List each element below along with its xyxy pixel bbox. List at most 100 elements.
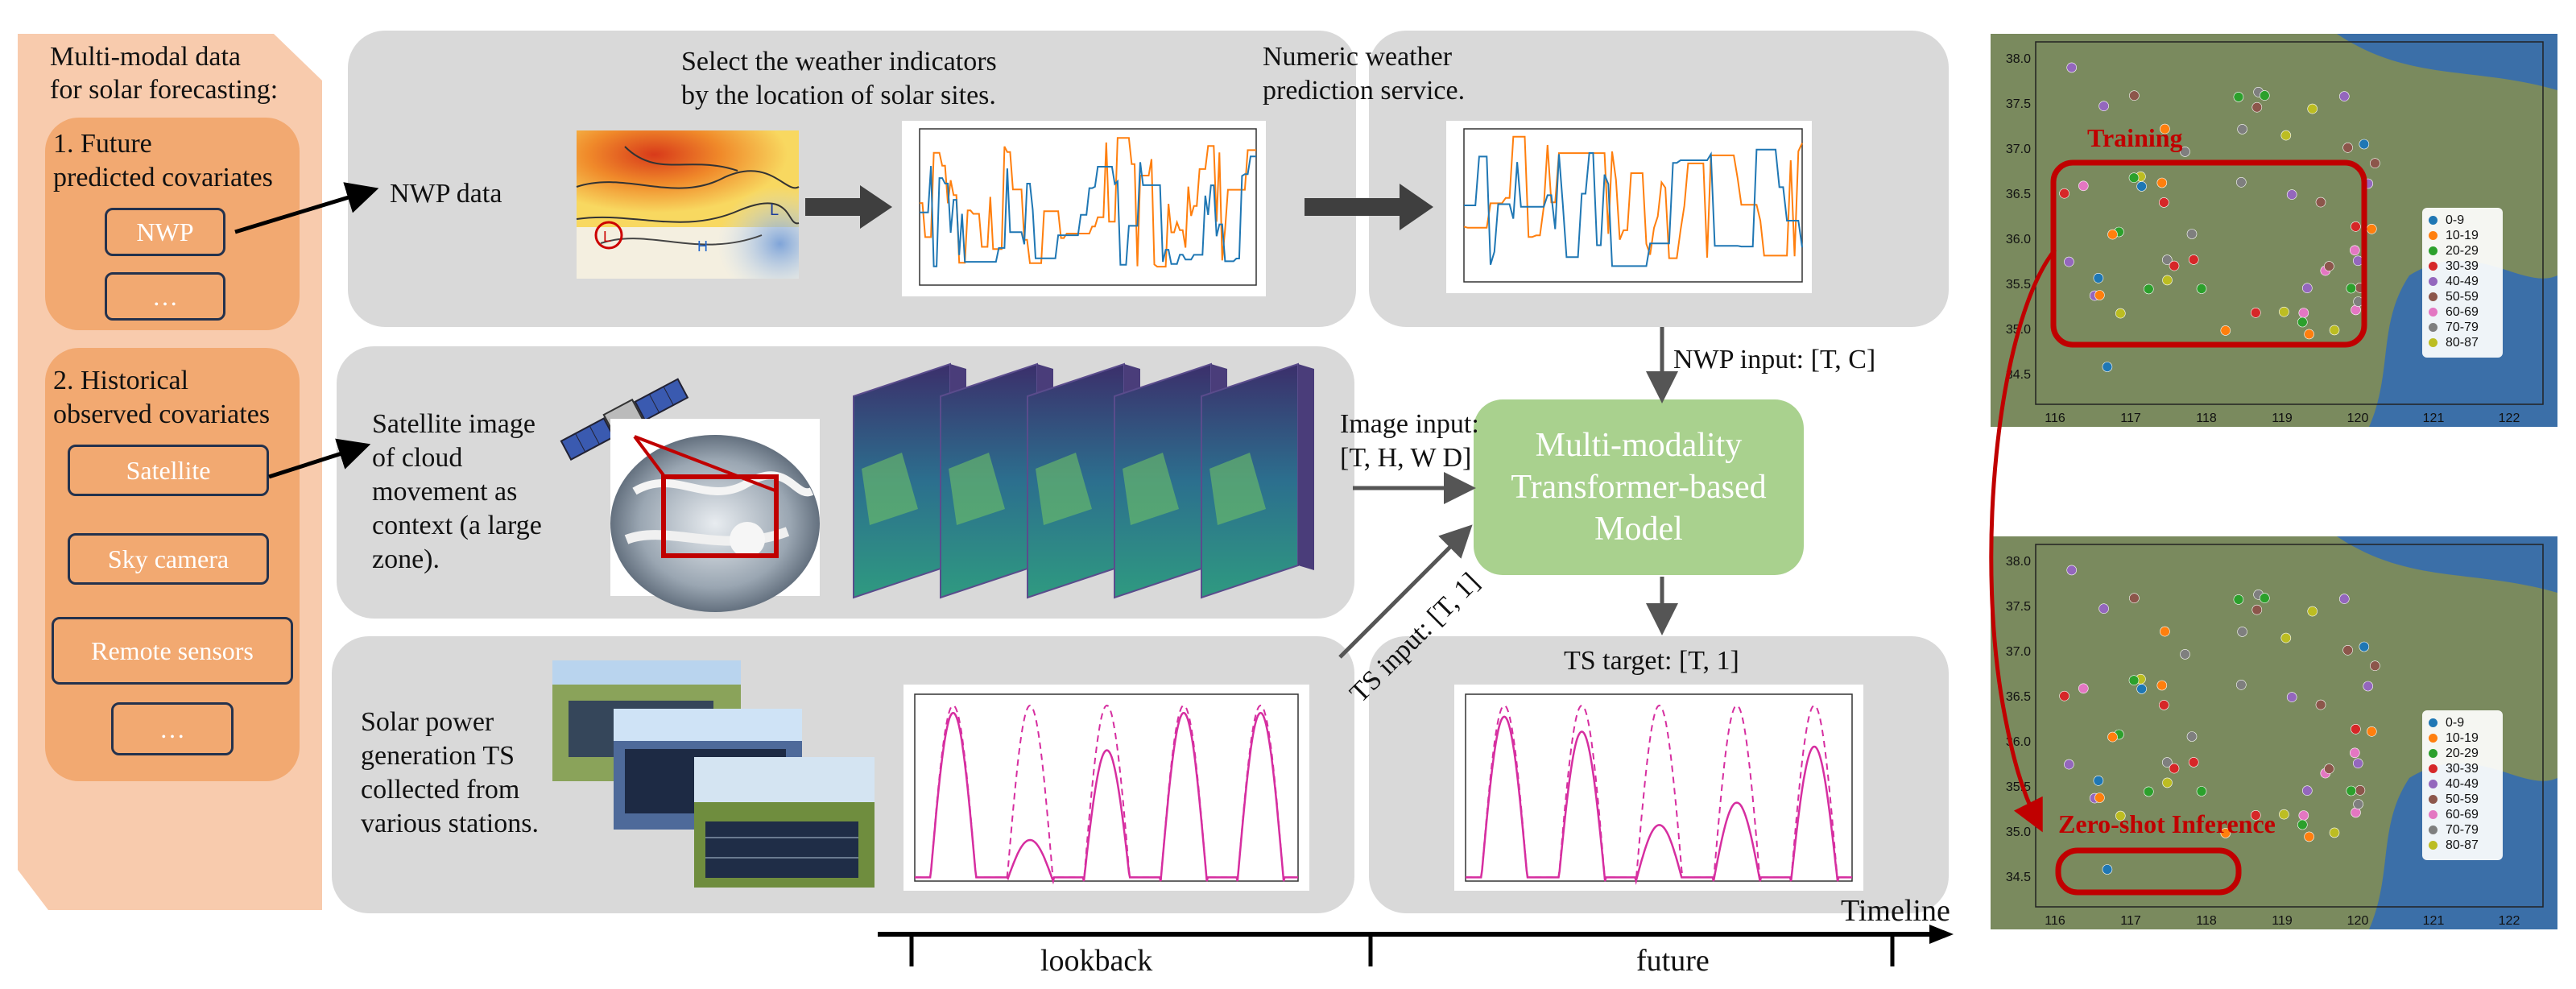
- future-more-chip[interactable]: …: [105, 272, 225, 321]
- station-point: [2159, 700, 2169, 710]
- station-point: [2251, 101, 2263, 113]
- sky-camera-chip[interactable]: Sky camera: [68, 533, 269, 585]
- station-point: [2346, 785, 2357, 797]
- historical-more-chip[interactable]: …: [111, 702, 234, 755]
- station-point: [2351, 221, 2361, 232]
- station-point: [2078, 180, 2089, 192]
- legend-label: 40-49: [2446, 777, 2479, 791]
- arrow-weather-to-plot: [805, 185, 892, 229]
- station-point: [2235, 680, 2247, 690]
- map-x-tick: 119: [2272, 412, 2293, 425]
- station-point: [2196, 786, 2207, 797]
- solar-lookback-plot: [903, 685, 1309, 891]
- solar-caption: Solar power generation TS collected from…: [361, 707, 539, 838]
- map-y-tick: 37.5: [2006, 97, 2031, 111]
- timeline-axis: [878, 925, 1954, 966]
- sidebar-title: Multi-modal data for solar forecasting:: [50, 42, 279, 105]
- legend-item: 70-79: [2429, 822, 2496, 838]
- plot-axes: [919, 128, 1257, 286]
- station-point: [2098, 101, 2109, 111]
- nwp-future-series: [1463, 128, 1803, 283]
- station-point: [2297, 819, 2308, 830]
- map-x-tick: 118: [2196, 914, 2217, 928]
- station-point: [2059, 690, 2069, 701]
- station-point: [2297, 317, 2308, 328]
- satellite-frame-stack: [853, 362, 1314, 599]
- satellite-frame-cloud: [949, 453, 1005, 525]
- station-point: [2093, 775, 2104, 786]
- legend-label: 20-29: [2446, 244, 2479, 258]
- legend-label: 70-79: [2446, 823, 2479, 837]
- map-y-tick: 36.5: [2006, 690, 2031, 704]
- station-point: [2349, 245, 2360, 256]
- station-point: [2162, 777, 2173, 788]
- station-point: [2156, 680, 2168, 691]
- legend-item: 0-9: [2429, 213, 2496, 228]
- legend-dot-icon: [2429, 795, 2437, 804]
- station-point: [2346, 283, 2357, 294]
- satellite-chip[interactable]: Satellite: [68, 445, 269, 496]
- legend-item: 10-19: [2429, 730, 2496, 746]
- legend-label: 40-49: [2446, 275, 2479, 288]
- satellite-caption: Satellite image of cloud movement as con…: [372, 409, 542, 574]
- historical-covariates-title: 2. Historical observed covariates: [53, 366, 271, 429]
- station-point: [2359, 139, 2370, 150]
- station-point: [2370, 660, 2380, 671]
- station-point: [2250, 809, 2261, 821]
- map-y-tick: 36.5: [2006, 188, 2031, 201]
- station-point: [2160, 123, 2170, 134]
- satellite-frame-edge: [1298, 364, 1314, 570]
- legend-item: 80-87: [2429, 838, 2496, 853]
- station-point: [2220, 325, 2231, 336]
- map-frame: [2035, 544, 2544, 908]
- station-point: [2349, 747, 2360, 759]
- station-point: [2251, 604, 2263, 615]
- station-point: [2279, 306, 2289, 317]
- legend-dot-icon: [2429, 734, 2437, 743]
- svg-text:L: L: [770, 201, 779, 219]
- station-point: [2324, 261, 2334, 271]
- station-point: [2279, 809, 2289, 820]
- station-point: [2066, 62, 2077, 73]
- legend-item: 30-39: [2429, 259, 2496, 274]
- plot-axes: [1465, 693, 1853, 882]
- legend-dot-icon: [2429, 262, 2437, 271]
- legend-dot-icon: [2429, 718, 2437, 727]
- station-point: [2355, 784, 2366, 796]
- station-point: [2329, 325, 2340, 336]
- legend-item: 60-69: [2429, 304, 2496, 320]
- station-point: [2128, 675, 2140, 685]
- svg-text:H: H: [697, 238, 708, 254]
- legend-label: 30-39: [2446, 259, 2479, 273]
- station-point: [2186, 229, 2198, 239]
- map-x-tick: 117: [2120, 412, 2141, 425]
- map-y-tick: 34.5: [2006, 368, 2031, 382]
- station-point: [2304, 831, 2314, 842]
- future-label: future: [1636, 944, 1710, 978]
- ts-target-label: TS target: [T, 1]: [1564, 646, 1739, 676]
- nwp-data-label: NWP data: [390, 179, 502, 209]
- nwp-chip[interactable]: NWP: [105, 208, 225, 256]
- map-frame: [2035, 41, 2544, 405]
- station-point: [2102, 864, 2113, 875]
- station-point: [2107, 229, 2118, 240]
- legend-dot-icon: [2429, 826, 2437, 834]
- station-point: [2128, 172, 2140, 183]
- map-sea-north: [2337, 536, 2557, 593]
- image-input-label: Image input: [T, H, W D]: [1340, 409, 1479, 473]
- legend-label: 30-39: [2446, 762, 2479, 776]
- solar-future-plot: [1454, 685, 1863, 891]
- map-x-tick: 118: [2196, 412, 2217, 425]
- station-point: [2233, 92, 2244, 102]
- satellite-zoom-lines: [633, 435, 779, 558]
- station-point: [2136, 684, 2147, 694]
- station-point: [2351, 724, 2361, 735]
- remote-sensors-chip[interactable]: Remote sensors: [52, 617, 293, 685]
- station-point: [2250, 307, 2261, 318]
- model-arrows: [1338, 327, 1678, 659]
- legend-item: 10-19: [2429, 228, 2496, 243]
- satellite-frame-cloud: [1209, 453, 1266, 525]
- legend-dot-icon: [2429, 246, 2437, 255]
- station-point: [2102, 362, 2113, 372]
- legend-item: 20-29: [2429, 746, 2496, 761]
